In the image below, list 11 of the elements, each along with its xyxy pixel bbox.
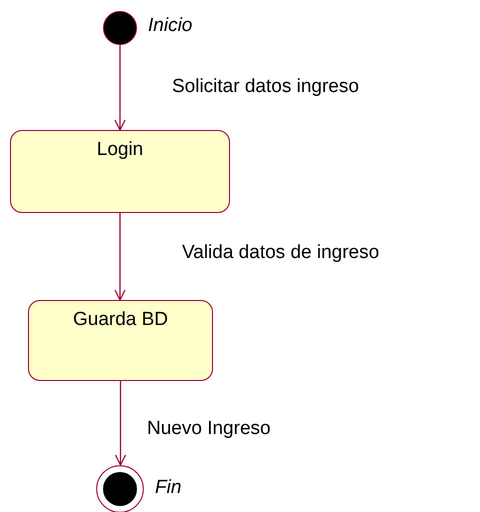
arrow — [114, 45, 126, 131]
state-name: Login — [96, 139, 144, 161]
edge-label: Valida datos de ingreso — [180, 242, 382, 264]
state-box — [10, 130, 230, 213]
state-label: Inicio — [148, 15, 192, 37]
state-label: Fin — [155, 477, 182, 499]
arrow — [114, 381, 126, 466]
state-box — [28, 300, 213, 381]
edge-label: Solicitar datos ingreso — [170, 76, 361, 98]
state-name: Guarda BD — [72, 309, 170, 331]
arrow — [114, 213, 126, 301]
